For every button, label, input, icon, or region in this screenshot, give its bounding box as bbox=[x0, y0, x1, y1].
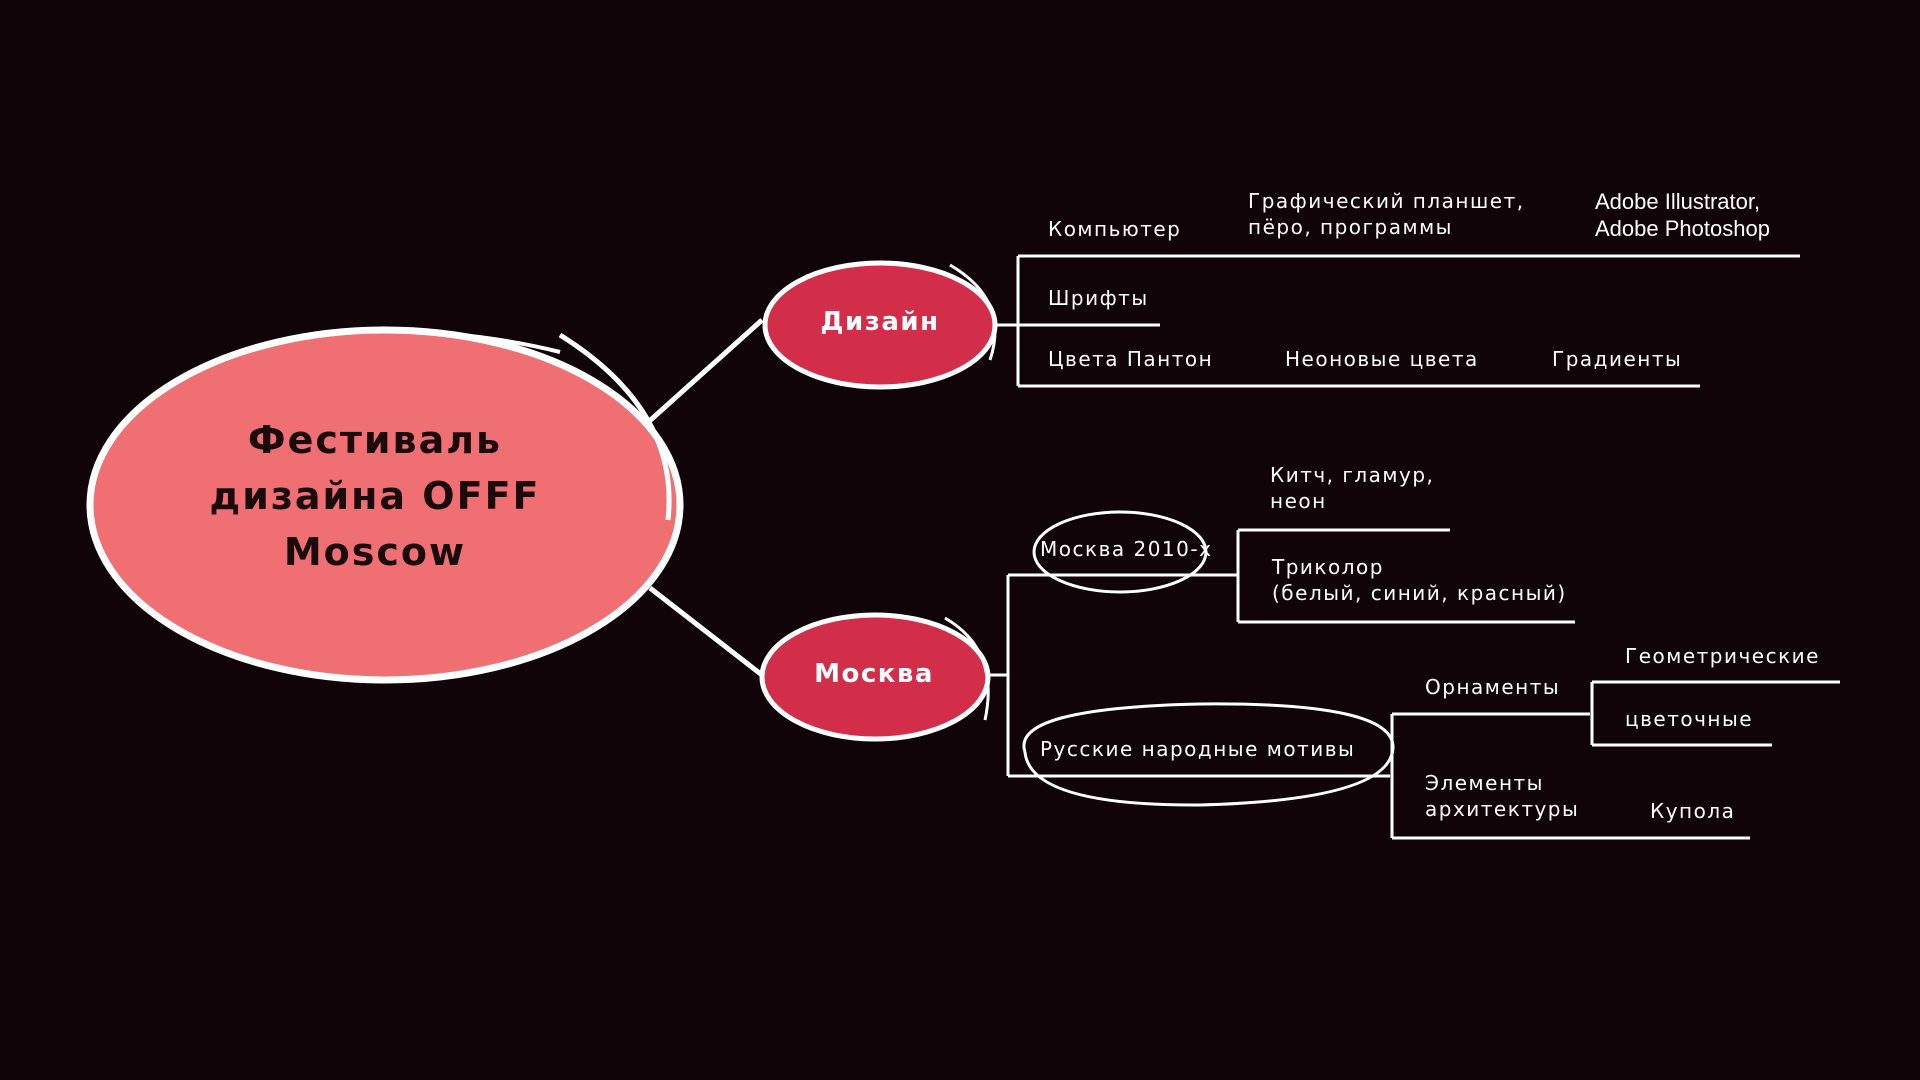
label-moscow-2010: Москва 2010-х bbox=[1040, 537, 1213, 561]
design-branch-lines bbox=[995, 254, 1800, 388]
label-fonts: Шрифты bbox=[1048, 286, 1149, 310]
moscow-2010-circle bbox=[1032, 510, 1208, 594]
central-node bbox=[86, 326, 684, 684]
connector-center-design bbox=[643, 318, 764, 427]
design-node-label: Дизайн bbox=[820, 307, 940, 337]
moscow-node-label: Москва bbox=[814, 659, 934, 689]
connector-center-moscow bbox=[648, 586, 764, 677]
label-pantone: Цвета Пантон bbox=[1048, 347, 1214, 371]
moscow-node bbox=[759, 612, 991, 742]
label-geometric: Геометрические bbox=[1625, 644, 1820, 668]
label-architecture: Элементы архитектуры bbox=[1425, 771, 1580, 821]
folk-motifs-circle bbox=[1022, 702, 1395, 807]
label-folk-motifs: Русские народные мотивы bbox=[1040, 737, 1356, 761]
label-neon-colors: Неоновые цвета bbox=[1285, 347, 1479, 371]
label-software: Adobe Illustrator, Adobe Photoshop bbox=[1595, 189, 1770, 241]
label-gradients: Градиенты bbox=[1552, 347, 1683, 371]
label-kitsch: Китч, гламур, неон bbox=[1270, 463, 1435, 513]
moscow-branch-lines bbox=[988, 528, 1840, 840]
label-ornaments: Орнаменты bbox=[1425, 675, 1561, 699]
center-title: Фестиваль дизайна OFFF Moscow bbox=[209, 418, 541, 574]
label-tricolor: Триколор (белый, синий, красный) bbox=[1272, 555, 1567, 605]
label-computer: Компьютер bbox=[1048, 217, 1182, 241]
label-floral: цветочные bbox=[1625, 707, 1754, 731]
label-tablet: Графический планшет, пёро, программы bbox=[1248, 189, 1525, 239]
label-domes: Купола bbox=[1650, 799, 1736, 823]
